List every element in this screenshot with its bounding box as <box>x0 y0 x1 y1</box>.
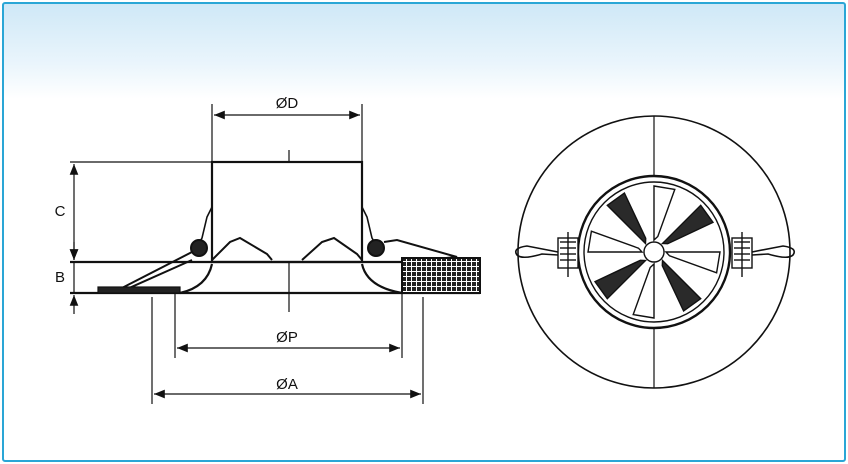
label-b: B <box>55 269 65 286</box>
damper-blade <box>660 204 715 245</box>
damper-blade <box>653 185 676 242</box>
damper-blade <box>606 191 647 246</box>
damper-hub <box>643 241 665 263</box>
mesh-filter <box>401 257 481 294</box>
duct-collar <box>210 160 364 264</box>
plate-left <box>179 263 214 295</box>
damper-blade <box>664 251 721 274</box>
plate-right <box>360 263 403 295</box>
dimension-lines <box>69 110 421 399</box>
dimension-labels: ØD C B ØP ØA <box>55 95 299 393</box>
damper-petal-right <box>301 236 363 261</box>
duct-ring-inner <box>583 181 725 323</box>
foot-left <box>97 286 181 294</box>
clip-left <box>119 251 193 290</box>
clip-left-front <box>514 232 579 277</box>
damper-blade <box>587 230 644 253</box>
label-a: ØA <box>276 376 298 393</box>
damper-blades <box>587 185 721 319</box>
damper-blade <box>632 262 655 319</box>
damper-petal-left <box>211 236 273 261</box>
label-c: C <box>55 203 66 220</box>
spring-left <box>190 239 208 257</box>
damper-blade <box>661 258 702 313</box>
spring-right <box>367 239 385 257</box>
side-view <box>70 104 481 404</box>
clip-right-front <box>731 232 796 277</box>
damper-blade <box>593 259 648 300</box>
label-d: ØD <box>276 95 299 112</box>
label-p: ØP <box>276 329 298 346</box>
technical-drawing: ØD C B ØP ØA <box>55 95 796 404</box>
front-view <box>514 115 796 389</box>
